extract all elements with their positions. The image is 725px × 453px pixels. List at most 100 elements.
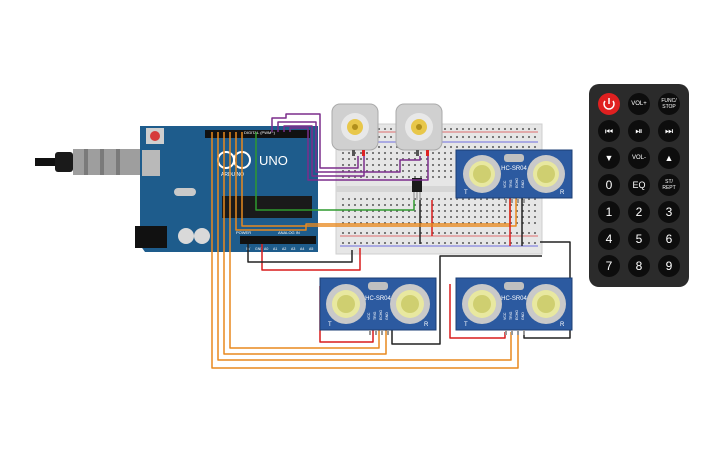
breadboard-hole bbox=[492, 232, 494, 234]
remote-button-label: ⏮ bbox=[605, 126, 613, 136]
sensor-pin bbox=[511, 330, 513, 335]
remote-button-2[interactable]: 2 bbox=[628, 201, 650, 223]
sensor-pin-label: GND bbox=[521, 312, 525, 320]
remote-button-face[interactable] bbox=[598, 201, 620, 223]
ir-receiver[interactable] bbox=[412, 178, 422, 200]
breadboard-hole bbox=[468, 216, 470, 218]
breadboard-hole bbox=[372, 242, 374, 244]
remote-button-face[interactable] bbox=[628, 201, 650, 223]
breadboard-hole bbox=[438, 170, 440, 172]
remote-button-face[interactable] bbox=[658, 120, 680, 142]
breadboard-hole bbox=[438, 210, 440, 212]
breadboard-hole bbox=[348, 152, 350, 154]
remote-button-func-stop[interactable]: FUNC/STOP bbox=[658, 93, 680, 115]
breadboard-hole bbox=[462, 204, 464, 206]
remote-button-face[interactable] bbox=[658, 174, 680, 196]
remote-button-5[interactable]: 5 bbox=[628, 228, 650, 250]
breadboard-hole bbox=[396, 152, 398, 154]
remote-button-face[interactable] bbox=[628, 147, 650, 169]
remote-button-face[interactable] bbox=[658, 255, 680, 277]
remote-button-power[interactable] bbox=[598, 93, 620, 115]
dc-motor-2[interactable] bbox=[395, 103, 443, 156]
breadboard-hole bbox=[492, 198, 494, 200]
remote-button-vol-down[interactable]: VOL- bbox=[628, 147, 650, 169]
remote-button-face[interactable] bbox=[598, 120, 620, 142]
breadboard-hole bbox=[402, 216, 404, 218]
breadboard-hole bbox=[498, 232, 500, 234]
breadboard-hole bbox=[426, 204, 428, 206]
breadboard-hole bbox=[450, 136, 452, 138]
arduino-uno-board[interactable]: UNO ARDUINO DIGITAL (PWM~) POWER ANALOG … bbox=[135, 126, 318, 252]
remote-button-label: STOP bbox=[662, 104, 676, 110]
breadboard-hole bbox=[372, 152, 374, 154]
breadboard-hole bbox=[402, 164, 404, 166]
remote-button-6[interactable]: 6 bbox=[658, 228, 680, 250]
breadboard-hole bbox=[396, 242, 398, 244]
remote-button-st-rept[interactable]: ST/REPT bbox=[658, 174, 680, 196]
breadboard-hole bbox=[372, 176, 374, 178]
breadboard-hole bbox=[486, 210, 488, 212]
breadboard-hole bbox=[378, 136, 380, 138]
remote-button-face[interactable] bbox=[658, 147, 680, 169]
remote-button-face[interactable] bbox=[658, 228, 680, 250]
breadboard-hole bbox=[420, 232, 422, 234]
breadboard-hole bbox=[420, 204, 422, 206]
remote-button-face[interactable] bbox=[598, 147, 620, 169]
remote-button-label: ▼ bbox=[605, 153, 614, 163]
remote-button-face[interactable] bbox=[628, 174, 650, 196]
breadboard-hole bbox=[342, 158, 344, 160]
breadboard-hole bbox=[486, 146, 488, 148]
sensor-pin-label: ECHO bbox=[515, 310, 519, 320]
remote-button-face[interactable] bbox=[598, 228, 620, 250]
remote-button-play-pause[interactable]: ⏯ bbox=[628, 120, 650, 142]
remote-button-3[interactable]: 3 bbox=[658, 201, 680, 223]
remote-button-face[interactable] bbox=[658, 93, 680, 115]
breadboard-hole bbox=[528, 128, 530, 130]
breadboard-hole bbox=[492, 216, 494, 218]
remote-button-1[interactable]: 1 bbox=[598, 201, 620, 223]
breadboard-hole bbox=[510, 232, 512, 234]
remote-button-face[interactable] bbox=[628, 120, 650, 142]
remote-button-4[interactable]: 4 bbox=[598, 228, 620, 250]
breadboard-hole bbox=[486, 198, 488, 200]
remote-button-9[interactable]: 9 bbox=[658, 255, 680, 277]
dc-motor-1[interactable] bbox=[331, 103, 379, 156]
remote-button-up[interactable]: ▲ bbox=[658, 147, 680, 169]
breadboard-hole bbox=[372, 198, 374, 200]
breadboard-hole bbox=[360, 204, 362, 206]
wires bbox=[211, 113, 571, 369]
power-icon bbox=[603, 100, 615, 110]
remote-button-face[interactable] bbox=[658, 201, 680, 223]
remote-button-eq[interactable]: EQ bbox=[628, 174, 650, 196]
remote-button-face[interactable] bbox=[598, 255, 620, 277]
breadboard-hole bbox=[510, 204, 512, 206]
remote-button-next[interactable]: ⏭ bbox=[658, 120, 680, 142]
breadboard-hole bbox=[438, 216, 440, 218]
remote-button-0[interactable]: 0 bbox=[598, 174, 620, 196]
remote-button-face[interactable] bbox=[598, 174, 620, 196]
remote-button-down[interactable]: ▼ bbox=[598, 147, 620, 169]
breadboard-hole bbox=[474, 136, 476, 138]
remote-button-vol-up[interactable]: VOL+ bbox=[628, 93, 650, 115]
remote-button-8[interactable]: 8 bbox=[628, 255, 650, 277]
remote-button-label: ⏭ bbox=[665, 126, 673, 136]
remote-button-7[interactable]: 7 bbox=[598, 255, 620, 277]
breadboard-hole bbox=[360, 216, 362, 218]
breadboard-hole bbox=[408, 198, 410, 200]
breadboard-hole bbox=[432, 204, 434, 206]
remote-button-prev[interactable]: ⏮ bbox=[598, 120, 620, 142]
remote-button-face[interactable] bbox=[628, 93, 650, 115]
breadboard-hole bbox=[390, 198, 392, 200]
breadboard-hole bbox=[366, 152, 368, 154]
breadboard-hole bbox=[444, 164, 446, 166]
remote-button-face[interactable] bbox=[628, 228, 650, 250]
breadboard-hole bbox=[342, 232, 344, 234]
reset-button-cap[interactable] bbox=[150, 131, 160, 141]
breadboard-hole bbox=[420, 164, 422, 166]
breadboard-hole bbox=[480, 210, 482, 212]
remote-button-face[interactable] bbox=[628, 255, 650, 277]
